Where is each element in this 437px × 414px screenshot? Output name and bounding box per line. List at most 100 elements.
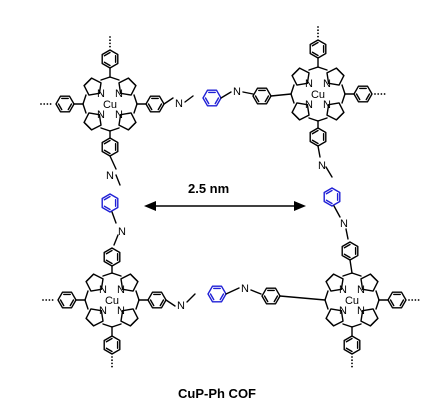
aromatic-bond — [105, 347, 113, 353]
dot — [48, 299, 51, 301]
meso-bond — [290, 84, 295, 95]
top-linker-benzene — [202, 89, 222, 107]
aromatic-bond — [325, 199, 333, 205]
meso-bond — [290, 93, 295, 104]
aromatic-bond — [355, 93, 361, 101]
meso-bond — [111, 323, 122, 328]
aromatic-bond — [264, 95, 270, 103]
beta-bond — [83, 77, 93, 87]
extension-dots — [42, 299, 54, 301]
bottom-linker-n-a: N — [177, 300, 185, 312]
dot — [351, 359, 353, 362]
right-linker-phenyl-a — [309, 127, 327, 147]
meso-bond — [102, 323, 113, 328]
left-linker-phenyl-b — [103, 247, 121, 267]
imine-bond — [111, 211, 117, 224]
p1-left-phenyl — [55, 95, 75, 113]
aromatic-bond — [214, 97, 220, 105]
top-linker-n-a: N — [175, 98, 183, 110]
beta-bond — [325, 317, 335, 327]
meso-bond — [342, 323, 353, 328]
aromatic-bond — [69, 299, 75, 307]
aryl-bond — [270, 93, 292, 97]
porphyrin-3-metal-label: Cu — [105, 295, 119, 307]
meso-bond — [324, 299, 329, 310]
imine-bond — [250, 289, 262, 295]
bottom-linker-phenyl-a — [147, 291, 167, 309]
meso-bond — [375, 299, 380, 310]
beta-bond — [83, 121, 93, 131]
aromatic-bond — [105, 249, 113, 255]
meso-bond — [375, 290, 380, 301]
meso-bond — [100, 127, 111, 132]
meso-bond — [82, 94, 87, 105]
porphyrin-1-n-label: N — [115, 109, 123, 121]
p3-bottom-phenyl — [103, 335, 121, 355]
dot — [374, 93, 376, 95]
top-linker-phenyl-a — [145, 95, 165, 113]
dot — [351, 365, 353, 368]
aromatic-bond — [311, 129, 319, 135]
dot — [351, 362, 353, 365]
meso-bond — [84, 299, 89, 310]
imine-bond — [242, 91, 254, 95]
imine-bond — [165, 299, 176, 307]
dot — [408, 299, 410, 301]
dot — [111, 356, 113, 358]
aromatic-bond — [325, 189, 333, 195]
porphyrin-2-n-label: N — [305, 99, 313, 111]
right-linker-n-b: N — [340, 218, 348, 230]
imine-bond — [220, 91, 232, 99]
dot — [317, 35, 319, 38]
top-linker-n-b: N — [233, 86, 241, 98]
aromatic-bond — [67, 103, 73, 111]
left-linker-n-a: N — [106, 170, 114, 182]
p4-right-phenyl — [387, 291, 407, 309]
dot — [109, 39, 111, 42]
aryl-bond — [279, 295, 326, 301]
extension-dots — [351, 356, 353, 368]
imine-bond — [325, 166, 333, 178]
aromatic-bond — [273, 295, 279, 303]
meso-bond — [109, 76, 120, 81]
meso-bond — [109, 127, 120, 132]
porphyrin-4-n-label: N — [357, 305, 365, 317]
dot — [109, 42, 111, 45]
porphyrin-2-metal-label: Cu — [311, 89, 325, 101]
beta-bond — [369, 273, 379, 283]
meso-bond — [82, 103, 87, 114]
meso-bond — [84, 290, 89, 301]
porphyrin-1-metal-label: Cu — [103, 99, 117, 111]
aromatic-bond — [159, 299, 165, 307]
meso-bond — [308, 66, 319, 71]
dot — [317, 32, 319, 35]
meso-bond — [317, 66, 328, 71]
aromatic-bond — [103, 195, 111, 201]
meso-bond — [133, 94, 138, 105]
p4-bottom-phenyl — [343, 335, 361, 355]
aromatic-bond — [57, 103, 63, 111]
bottom-linker-n-b: N — [241, 283, 249, 295]
dot — [417, 299, 420, 301]
aromatic-bond — [103, 139, 111, 145]
beta-bond — [335, 67, 345, 77]
aromatic-bond — [103, 149, 111, 155]
dot — [377, 93, 380, 95]
meso-bond — [324, 290, 329, 301]
porphyrin-4-n-label: N — [357, 284, 365, 296]
aromatic-bond — [254, 95, 260, 103]
extension-dots — [111, 356, 113, 368]
structure-caption: CuP-Ph COF — [178, 386, 256, 401]
dot — [42, 299, 44, 301]
aromatic-bond — [105, 337, 113, 343]
beta-bond — [127, 77, 137, 87]
aromatic-bond — [149, 299, 155, 307]
aromatic-bond — [59, 299, 65, 307]
dot — [383, 93, 386, 95]
imine-bond — [225, 287, 240, 295]
bottom-linker-benzene — [207, 285, 227, 303]
porphyrin-2-n-label: N — [323, 99, 331, 111]
extension-dots — [109, 36, 111, 48]
porphyrin-3-n-label: N — [117, 284, 125, 296]
dot — [40, 103, 42, 105]
